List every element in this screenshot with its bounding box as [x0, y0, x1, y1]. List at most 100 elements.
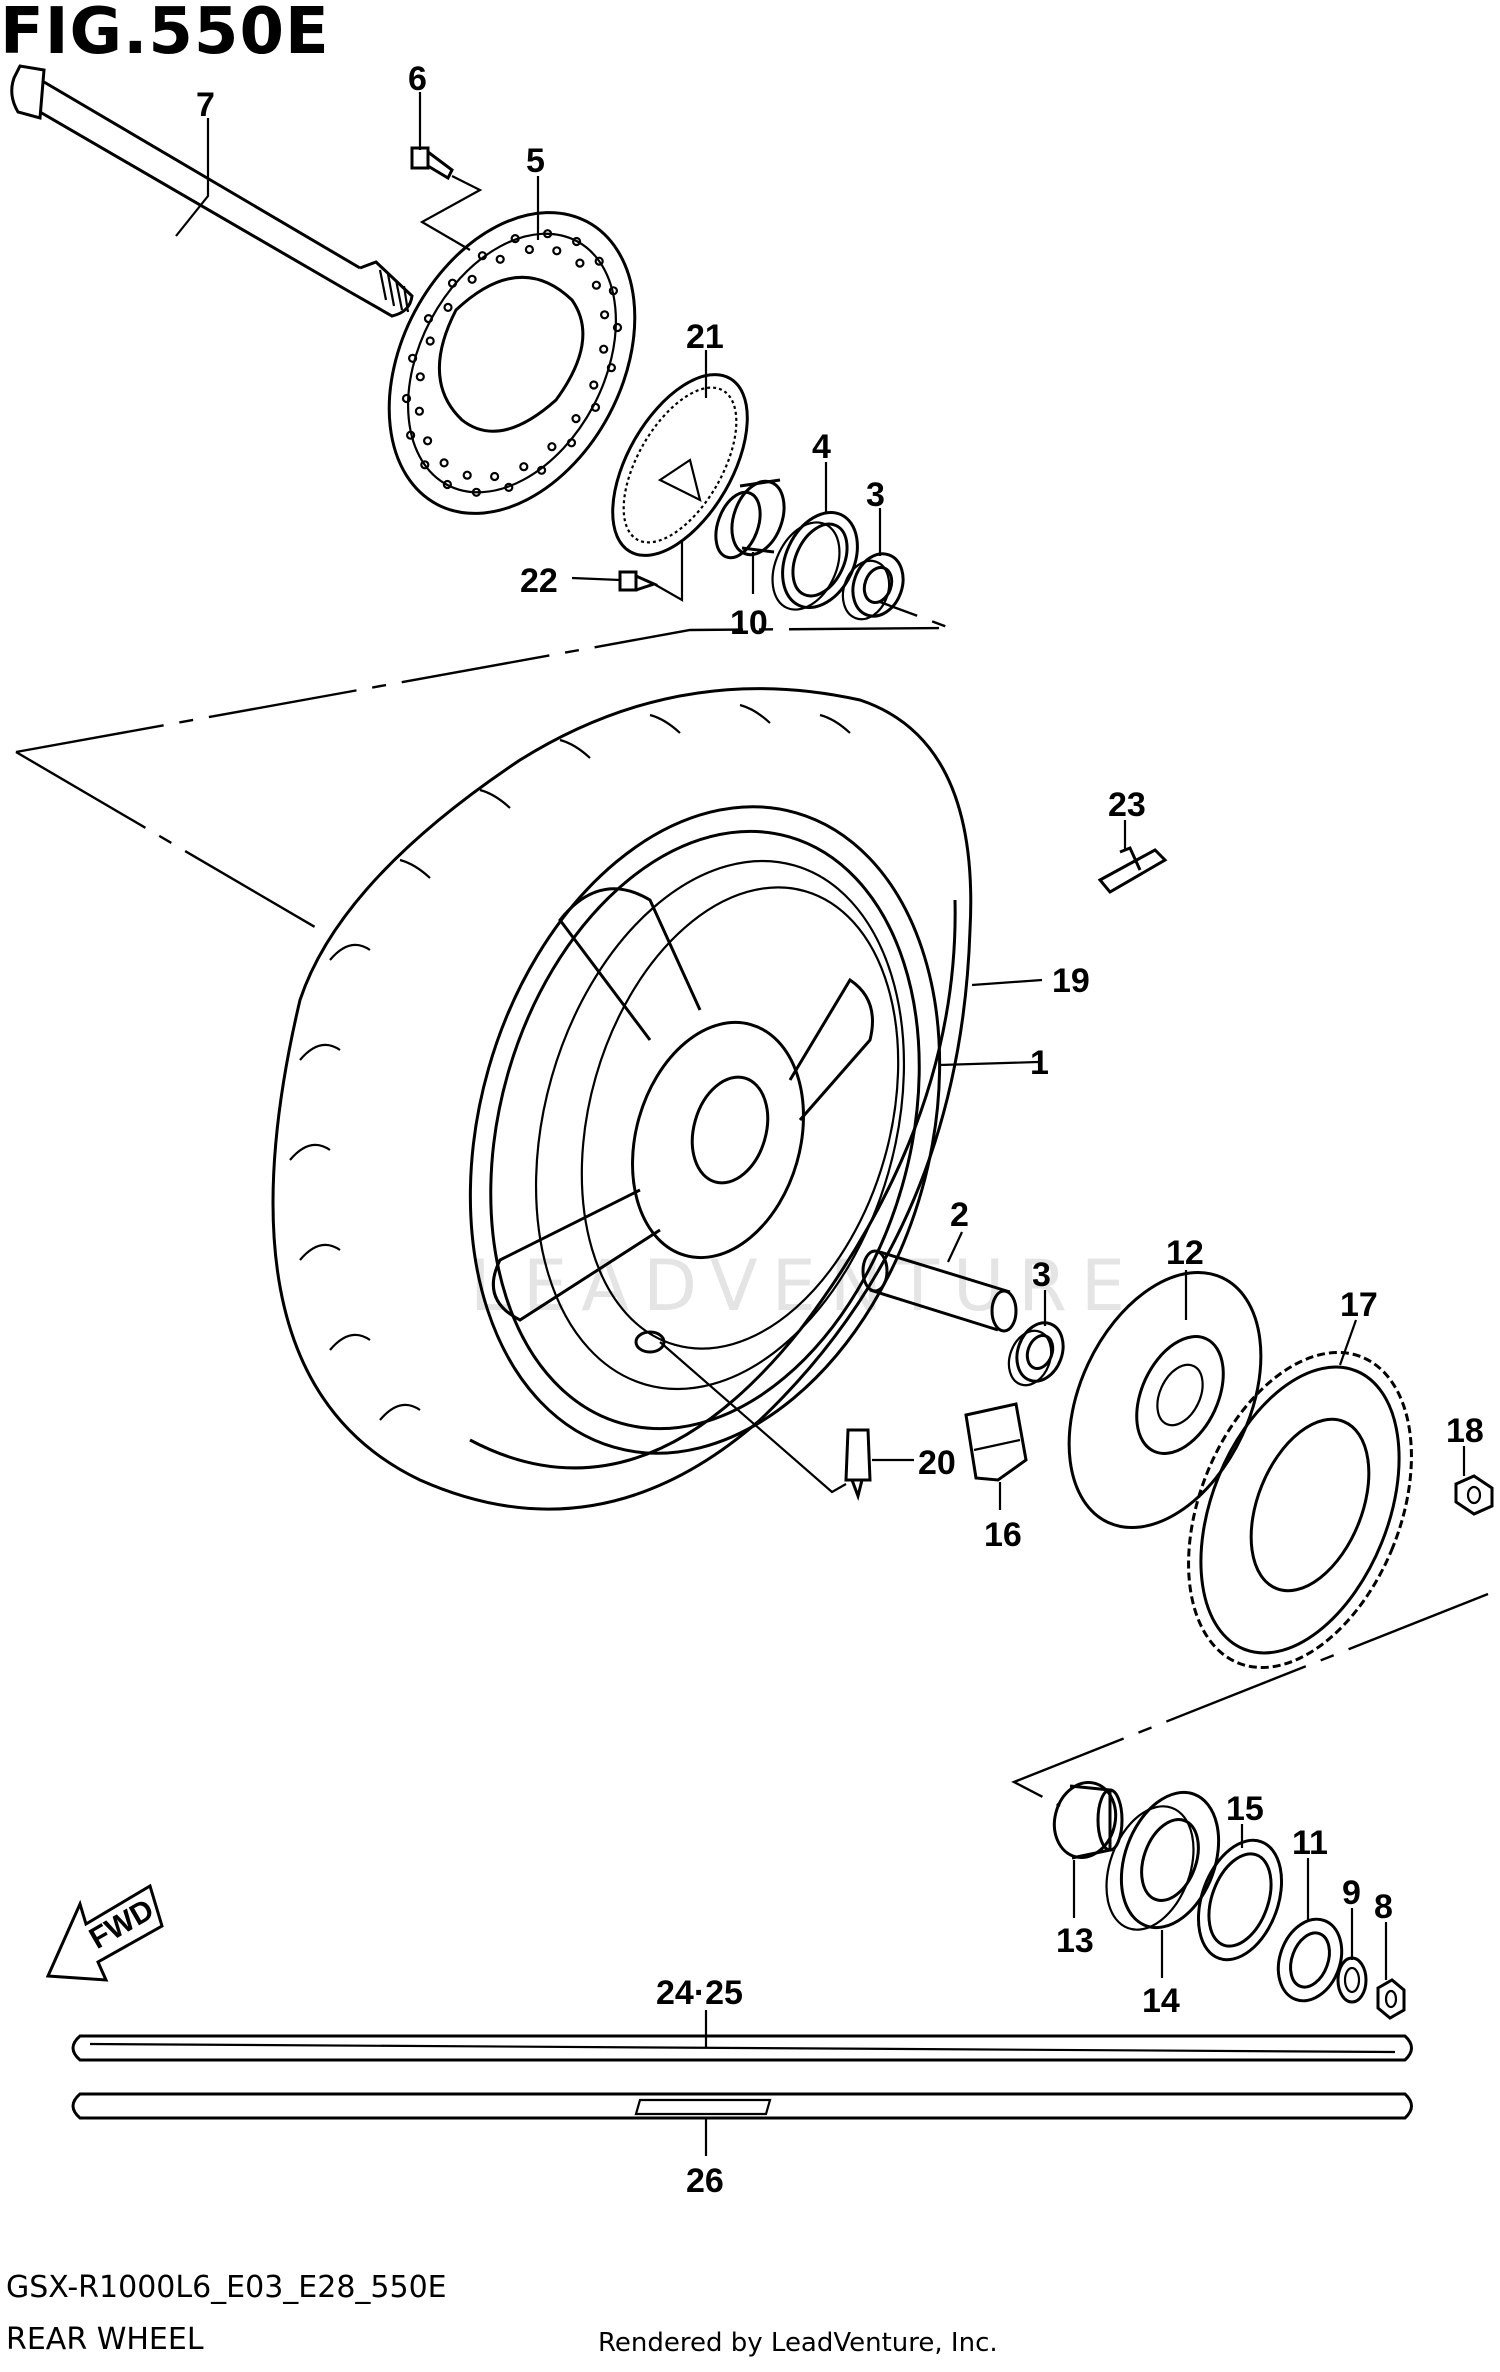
oil-seal[interactable] — [1183, 1829, 1297, 1972]
tread-groove — [649, 713, 681, 734]
sprocket[interactable] — [1145, 1320, 1454, 1701]
tread-groove — [739, 703, 771, 724]
tire[interactable] — [271, 687, 973, 1511]
callout-14[interactable]: 14 — [1142, 1982, 1180, 2020]
disc-hole — [443, 302, 453, 312]
bearing[interactable] — [835, 547, 911, 626]
spacer[interactable] — [1267, 1910, 1352, 2009]
callout-3-top[interactable]: 3 — [866, 476, 885, 514]
callout-4[interactable]: 4 — [812, 428, 831, 466]
callout-13[interactable]: 13 — [1056, 1922, 1094, 1960]
diagram-subtitle: REAR WHEEL — [6, 2322, 204, 2357]
rim-tape-lower[interactable] — [71, 2092, 1413, 2120]
callout-15[interactable]: 15 — [1226, 1790, 1264, 1828]
disc-hole — [575, 258, 585, 268]
callout-2[interactable]: 2 — [950, 1196, 969, 1234]
callout-18[interactable]: 18 — [1446, 1412, 1484, 1450]
brake-disc[interactable] — [340, 170, 684, 556]
washer[interactable] — [1336, 1956, 1368, 2004]
callout-10[interactable]: 10 — [730, 604, 768, 642]
disc-hole — [571, 414, 581, 424]
callout-1[interactable]: 1 — [1030, 1044, 1049, 1082]
tread-groove — [329, 1333, 371, 1351]
disc-hole — [420, 460, 430, 470]
disc-hole — [414, 406, 424, 416]
callout-5[interactable]: 5 — [526, 142, 545, 180]
tread-groove — [819, 713, 851, 734]
callout-26[interactable]: 26 — [686, 2162, 724, 2200]
wheel-rim[interactable] — [398, 751, 1012, 1509]
disc-hole — [591, 280, 602, 290]
disc-bolt[interactable] — [410, 146, 454, 181]
screw[interactable] — [618, 570, 659, 592]
callout-23[interactable]: 23 — [1108, 786, 1146, 824]
bearing[interactable] — [1002, 1316, 1071, 1391]
tread-groove — [379, 1403, 421, 1421]
collar[interactable] — [708, 474, 794, 564]
callout-11[interactable]: 11 — [1292, 1824, 1328, 1862]
disc-hole — [425, 336, 435, 346]
callout-24-25[interactable]: 24·25 — [656, 1974, 743, 2012]
sprocket-drum[interactable] — [1031, 1242, 1299, 1559]
callout-12[interactable]: 12 — [1166, 1234, 1204, 1272]
disc-hole — [524, 244, 535, 255]
diagram-code: GSX-R1000L6_E03_E28_550E — [6, 2270, 447, 2305]
disc-hole — [599, 344, 609, 354]
tread-groove — [479, 788, 511, 809]
tread-groove — [399, 858, 431, 879]
collar[interactable] — [1046, 1776, 1124, 1865]
rim-tape-upper[interactable] — [71, 2034, 1413, 2062]
figure-title: FIG.550E — [0, 0, 330, 69]
spacer[interactable] — [861, 1249, 1018, 1333]
render-credit: Rendered by LeadVenture, Inc. — [598, 2328, 998, 2358]
bearing[interactable] — [1091, 1779, 1237, 1942]
callout-3-lower[interactable]: 3 — [1032, 1256, 1051, 1294]
damper[interactable] — [964, 1402, 1028, 1482]
callout-9[interactable]: 9 — [1342, 1874, 1361, 1912]
disc-hole — [439, 458, 449, 468]
callout-8[interactable]: 8 — [1374, 1888, 1393, 1926]
callout-7[interactable]: 7 — [196, 86, 215, 124]
disc-hole — [447, 278, 458, 288]
disc-hole — [442, 479, 452, 490]
callout-22[interactable]: 22 — [520, 562, 558, 600]
disc-hole — [599, 310, 610, 320]
disc-hole — [571, 236, 582, 247]
tread-groove — [299, 1043, 341, 1061]
axle-nut[interactable] — [1376, 1978, 1406, 2020]
disc-hole — [566, 438, 577, 448]
oil-seal[interactable] — [759, 500, 872, 620]
sprocket-nut[interactable] — [1454, 1474, 1494, 1516]
disc-hole — [589, 380, 599, 390]
callout-17[interactable]: 17 — [1340, 1286, 1378, 1324]
disc-hole — [471, 487, 481, 497]
disc-hole — [406, 430, 416, 440]
disc-hole — [423, 436, 433, 446]
disc-hole — [467, 274, 477, 284]
forward-arrow-icon: FWD — [45, 1883, 164, 1982]
disc-hole — [408, 353, 418, 363]
disc-hole — [462, 470, 472, 480]
disc-hole — [490, 471, 500, 482]
disc-hole — [590, 402, 601, 412]
disc-hole — [510, 234, 520, 244]
axle[interactable] — [10, 64, 414, 318]
tread-groove — [299, 1243, 341, 1261]
callout-19[interactable]: 19 — [1052, 962, 1090, 1000]
sensor-ring[interactable] — [585, 352, 775, 577]
callout-6[interactable]: 6 — [408, 60, 427, 98]
disc-hole — [495, 254, 505, 264]
balancer[interactable] — [1097, 846, 1168, 894]
disc-hole — [594, 256, 604, 266]
callout-20[interactable]: 20 — [918, 1444, 956, 1482]
disc-hole — [401, 393, 412, 404]
disc-hole — [519, 462, 529, 472]
callout-21[interactable]: 21 — [686, 318, 724, 356]
disc-hole — [415, 372, 425, 382]
disc-hole — [536, 465, 547, 475]
callout-16[interactable]: 16 — [984, 1516, 1022, 1554]
disc-hole — [606, 363, 617, 373]
disc-hole — [504, 482, 514, 492]
valve[interactable] — [844, 1428, 872, 1502]
